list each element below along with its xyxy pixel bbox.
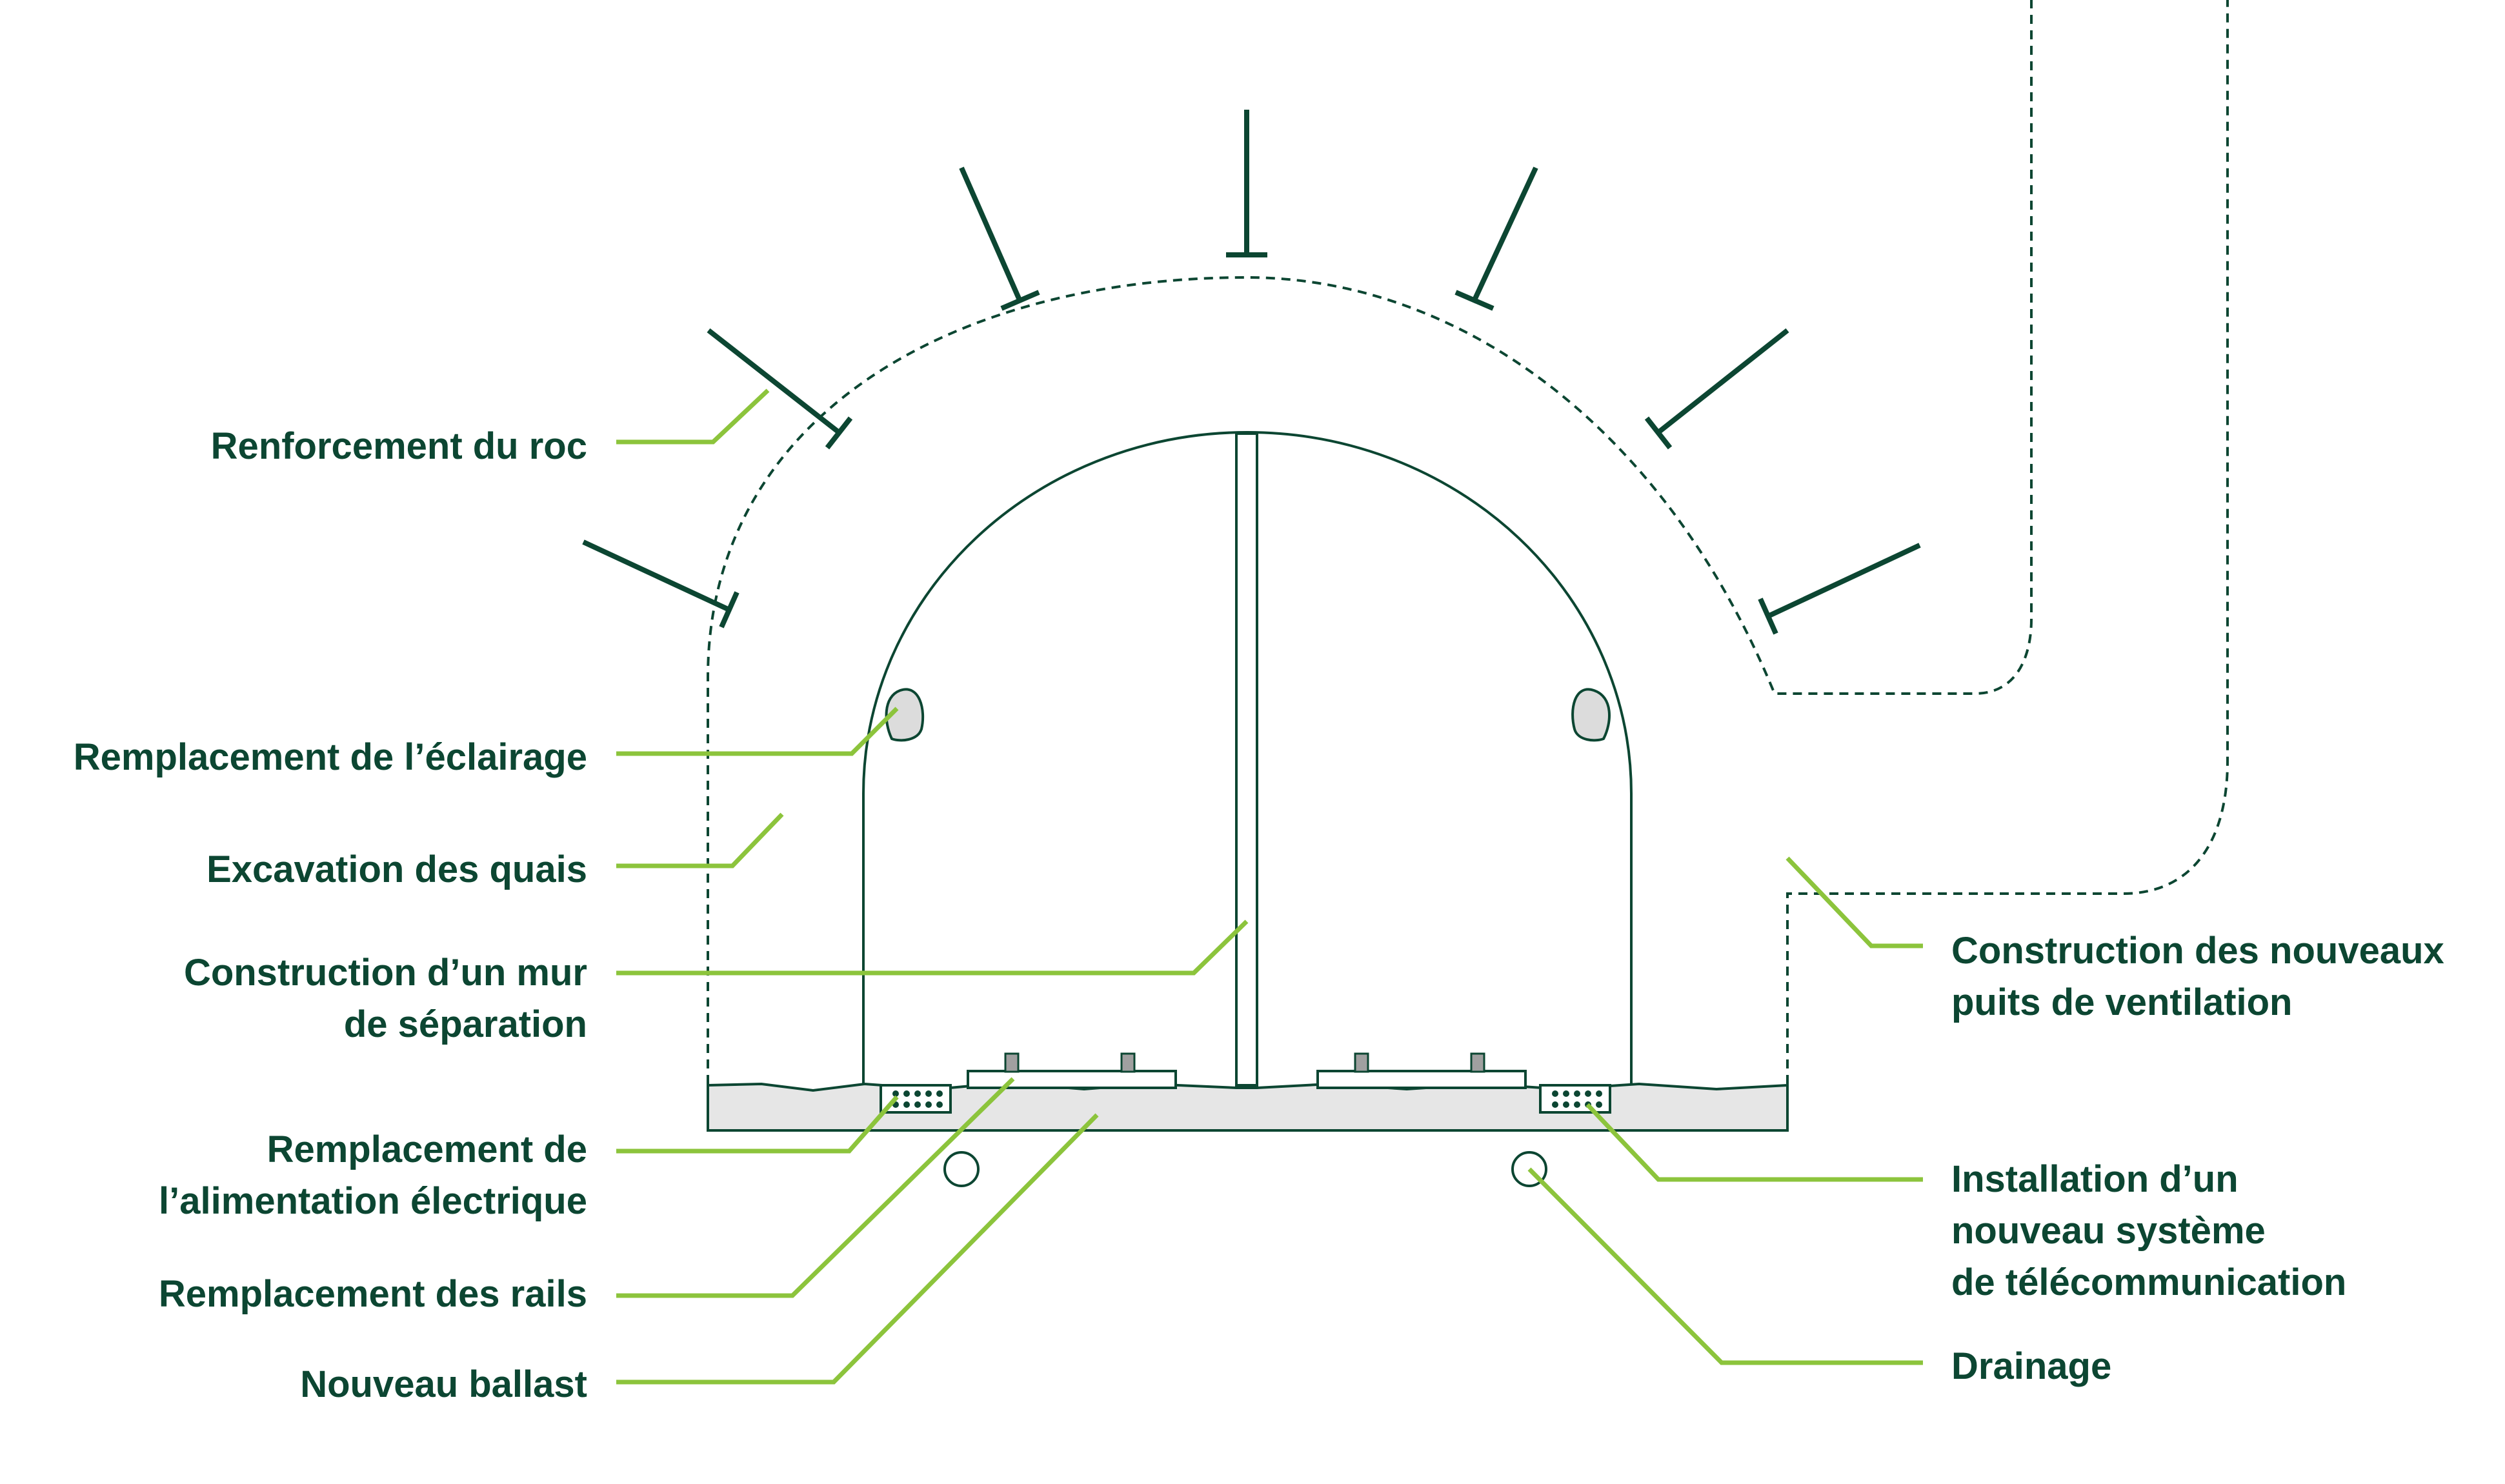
rock-bolt-head: [1644, 416, 1673, 450]
leader-platform-excavation: [616, 812, 784, 868]
rock-bolt: [707, 328, 841, 435]
leader-ventilation: [1786, 856, 1923, 948]
rail: [1004, 1052, 1020, 1073]
leader-drainage: [1527, 1167, 1923, 1365]
rock-bolt: [1472, 166, 1538, 301]
excavation-outline: [707, 0, 2033, 1084]
leader-power-supply: [616, 1095, 899, 1154]
rock-bolt: [582, 539, 730, 612]
label-telecom: Installation d’un nouveau système de tél…: [1951, 1158, 2347, 1303]
leader-telecom: [1585, 1103, 1923, 1182]
rock-bolt-head: [825, 416, 853, 450]
rock-bolt-head: [1000, 290, 1040, 311]
leader-ballast: [616, 1113, 1099, 1385]
rock-bolts: [582, 110, 1921, 635]
drain-pipe-left: [943, 1151, 980, 1187]
rock-bolt: [1767, 543, 1921, 619]
label-drainage: Drainage: [1951, 1345, 2112, 1387]
track-left: [967, 1052, 1177, 1089]
rock-bolt: [1656, 328, 1789, 435]
label-lighting: Remplacement de l’éclairage: [73, 736, 587, 778]
rail: [1470, 1052, 1485, 1073]
telecom-duct: [1539, 1084, 1611, 1114]
rock-bolt-head: [1758, 597, 1778, 635]
rock-bolt: [959, 166, 1022, 301]
rock-bolt-head: [1454, 290, 1494, 311]
label-separation-wall: Construction d’un mur de séparation: [183, 952, 587, 1045]
rock-bolt-head: [719, 591, 739, 628]
light-fixture-right: [1571, 688, 1611, 742]
leader-rock-reinforcement: [616, 388, 770, 445]
label-rock-reinforcement: Renforcement du roc: [210, 425, 587, 467]
leader-lighting: [616, 707, 899, 756]
label-ventilation: Construction des nouveaux puits de venti…: [1951, 930, 2444, 1023]
power-duct: [880, 1084, 952, 1114]
label-platform-excavation: Excavation des quais: [206, 848, 587, 890]
label-ballast: Nouveau ballast: [300, 1363, 587, 1405]
sleeper: [1316, 1070, 1527, 1089]
rail: [1354, 1052, 1369, 1073]
rail: [1120, 1052, 1136, 1073]
ventilation-shaft-outline: [1786, 0, 2229, 1084]
track-right: [1316, 1052, 1527, 1089]
ballast-bed: [707, 1081, 1789, 1132]
label-power-supply: Remplacement de l’alimentation électriqu…: [159, 1128, 587, 1222]
light-fixture-left: [885, 688, 925, 742]
sleeper: [967, 1070, 1177, 1089]
separation-wall: [1235, 432, 1258, 1087]
leader-separation-wall: [616, 919, 1249, 976]
leader-lines: [616, 388, 1923, 1385]
leader-rails: [616, 1077, 1015, 1298]
label-rails: Remplacement des rails: [158, 1273, 587, 1315]
